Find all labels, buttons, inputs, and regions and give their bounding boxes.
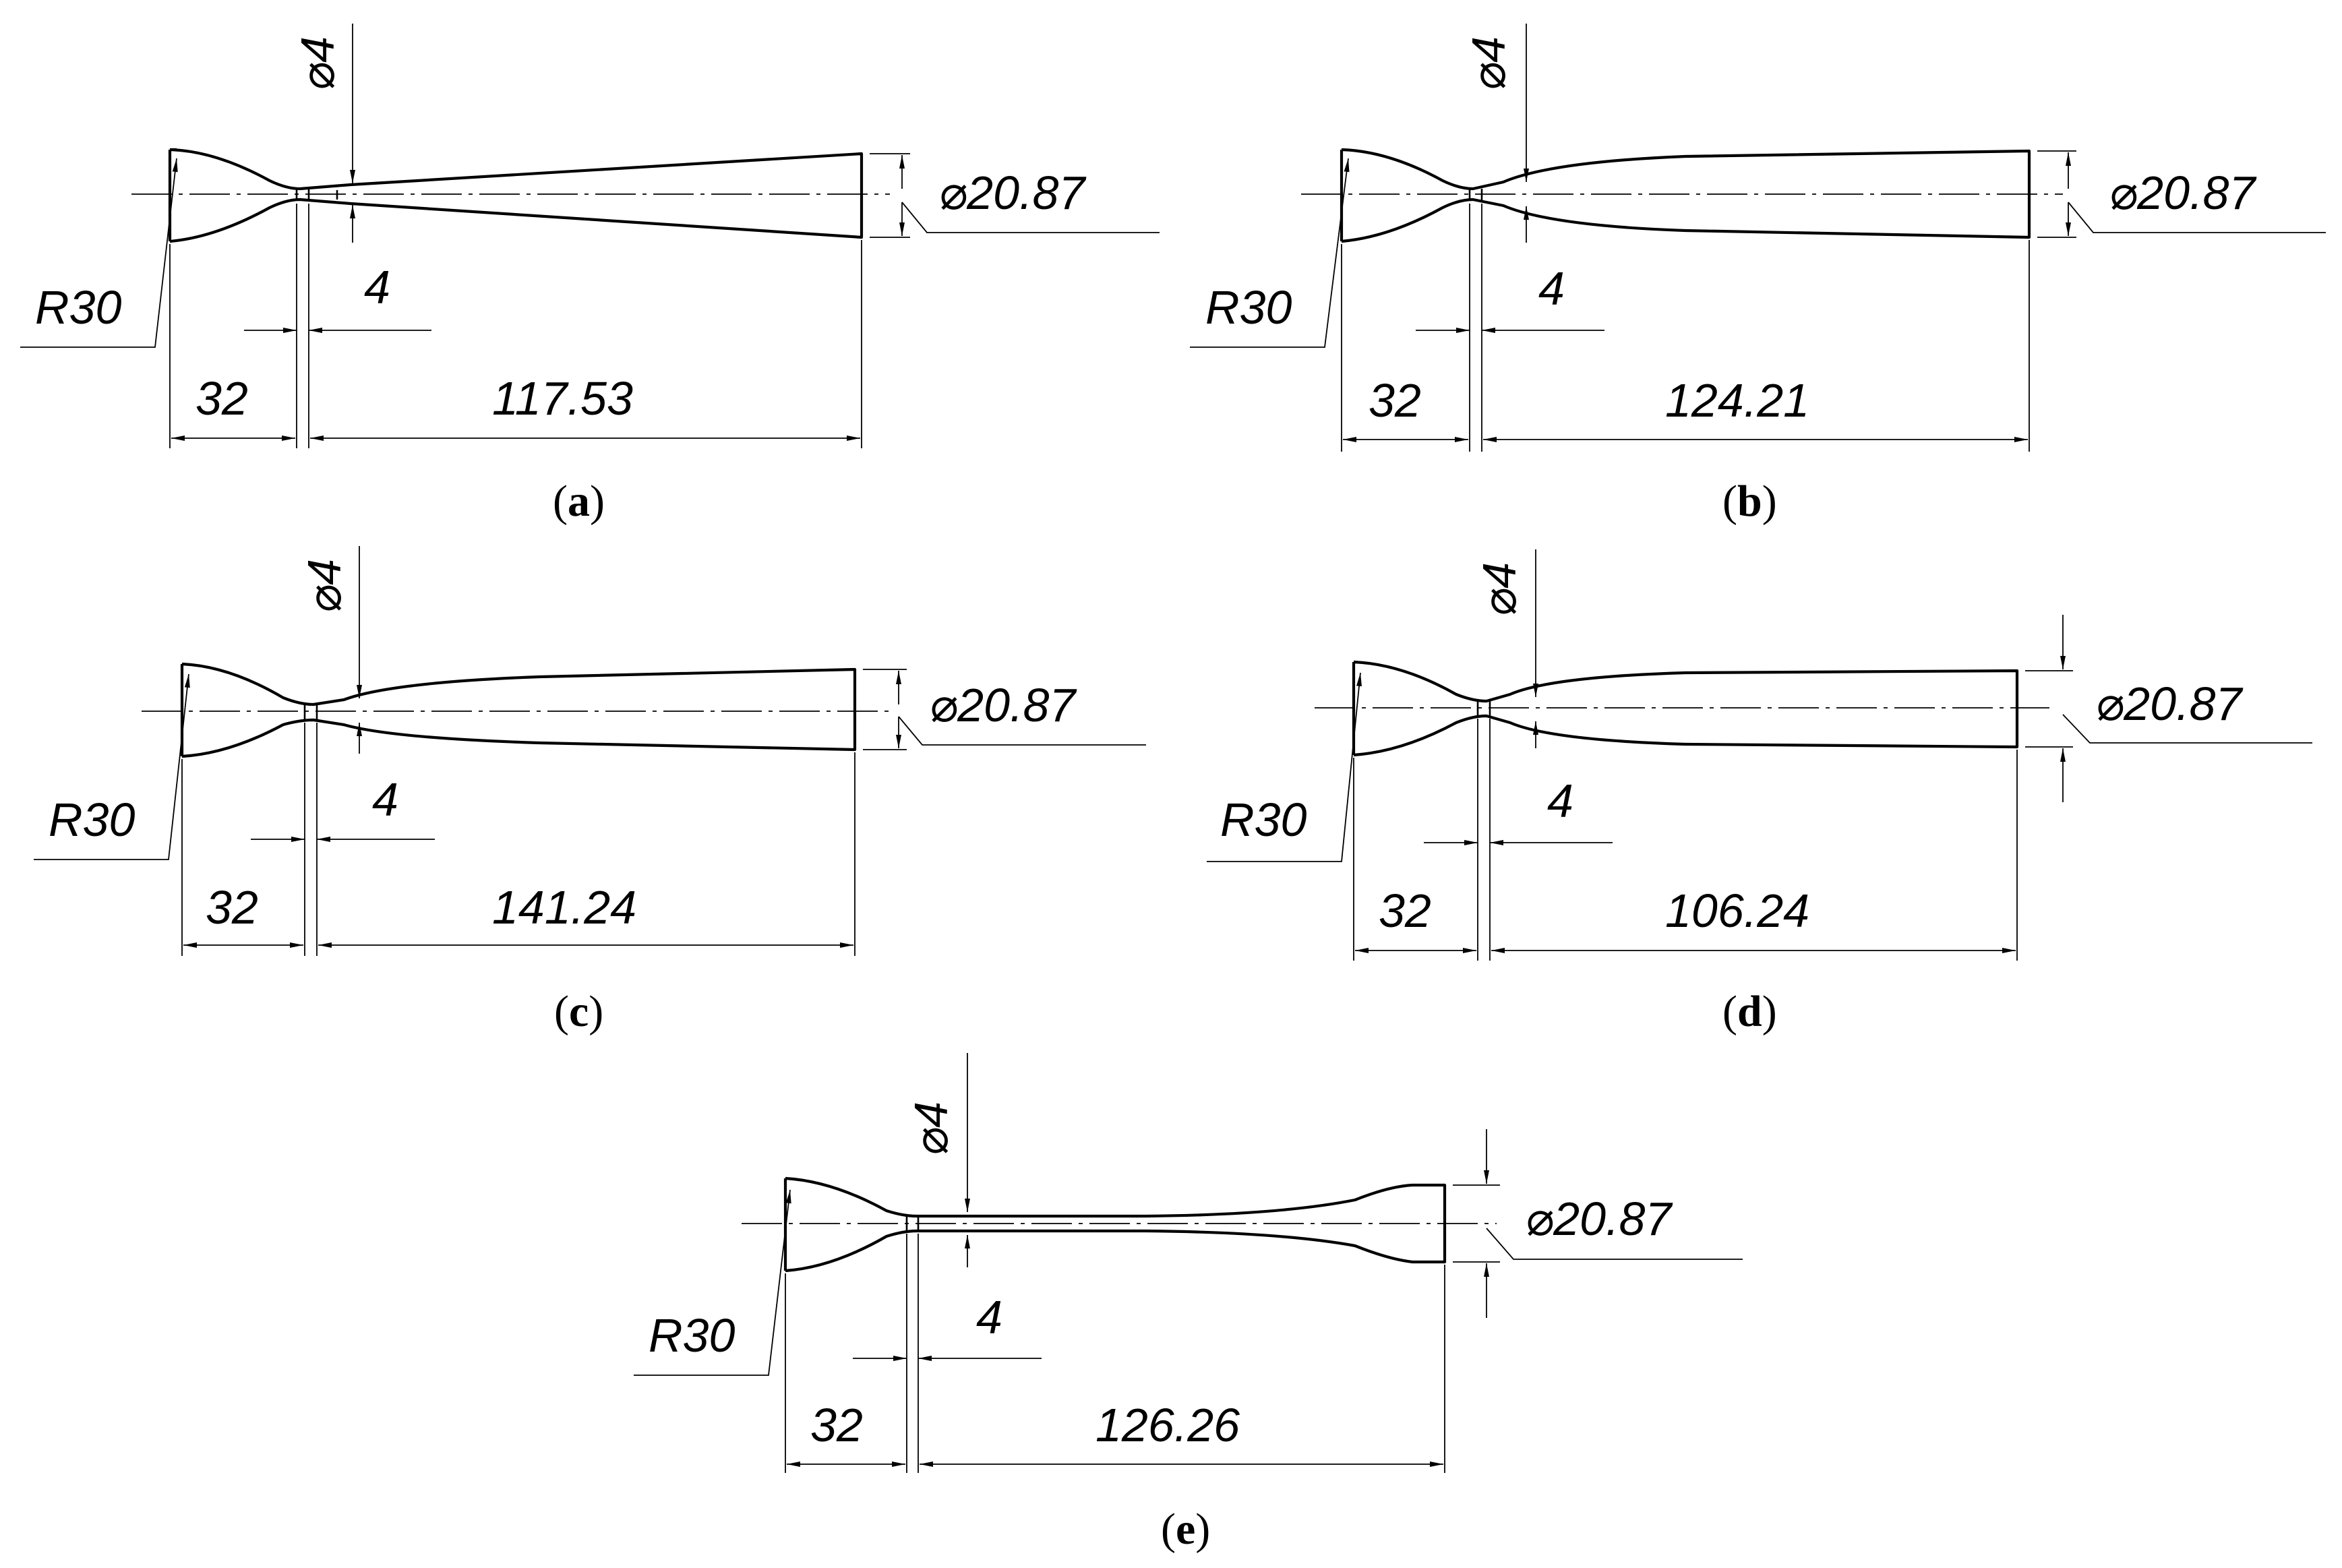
- caption-d: (d): [1722, 987, 1777, 1036]
- neck-diameter-label: ⌀4: [291, 36, 344, 91]
- head-length-label: 32: [810, 1399, 863, 1451]
- head-length-label: 32: [206, 881, 258, 934]
- end-diameter-label: ⌀20.87: [1525, 1193, 1673, 1245]
- head-length-label: 32: [1379, 884, 1431, 937]
- neck-length-label: 4: [1538, 262, 1565, 315]
- radius-label: R30: [1220, 793, 1307, 846]
- taper-length-label: 141.24: [492, 881, 636, 934]
- caption-a: (a): [553, 477, 605, 526]
- diagram-a: ⌀4 ⌀20.87 R30 4 32 117.53 (a): [20, 24, 1160, 526]
- neck-diameter-label: ⌀4: [905, 1102, 957, 1156]
- neck-length-label: 4: [364, 261, 390, 313]
- end-diameter-label: ⌀20.87: [929, 679, 1077, 731]
- neck-mark: [295, 189, 338, 201]
- caption-b: (b): [1722, 477, 1777, 526]
- neck-diameter-label: ⌀4: [1473, 562, 1526, 617]
- specimen-outline: [1340, 148, 2031, 243]
- end-diameter-label: ⌀20.87: [2109, 167, 2257, 219]
- caption-e: (e): [1161, 1505, 1210, 1554]
- taper-length-label: 117.53: [492, 372, 633, 425]
- caption-c: (c): [554, 987, 603, 1036]
- head-length-label: 32: [1369, 374, 1421, 427]
- diagram-b: ⌀4 ⌀20.87 R30 4 32 124.21 (b): [1190, 24, 2326, 526]
- taper-length-label: 124.21: [1665, 374, 1809, 427]
- head-length-label: 32: [196, 372, 248, 425]
- specimen-outline: [168, 148, 864, 243]
- specimen-outline: [1352, 660, 2019, 757]
- end-diameter-label: ⌀20.87: [938, 167, 1087, 219]
- neck-length-label: 4: [372, 773, 398, 826]
- diagram-c: ⌀4 ⌀20.87 R30 4 32 141.24 (c): [34, 546, 1146, 1036]
- neck-diameter-label: ⌀4: [298, 559, 351, 613]
- diagram-e: ⌀4 ⌀20.87 R30 4 32 126.26 (e): [634, 1053, 1743, 1554]
- radius-label: R30: [35, 281, 121, 334]
- radius-label: R30: [649, 1309, 735, 1362]
- neck-diameter-label: ⌀4: [1462, 36, 1515, 91]
- radius-label: R30: [1205, 281, 1292, 334]
- specimen-outline: [783, 1176, 1447, 1273]
- taper-length-label: 106.24: [1665, 884, 1809, 937]
- end-diameter-label: ⌀20.87: [2095, 677, 2244, 730]
- diagram-d: ⌀4 ⌀20.87 R30 4 32 106.24 (d): [1207, 549, 2312, 1036]
- specimen-outline: [180, 662, 857, 758]
- neck-length-label: 4: [1547, 775, 1573, 827]
- neck-length-label: 4: [976, 1291, 1002, 1344]
- radius-label: R30: [49, 793, 135, 846]
- taper-length-label: 126.26: [1095, 1399, 1240, 1451]
